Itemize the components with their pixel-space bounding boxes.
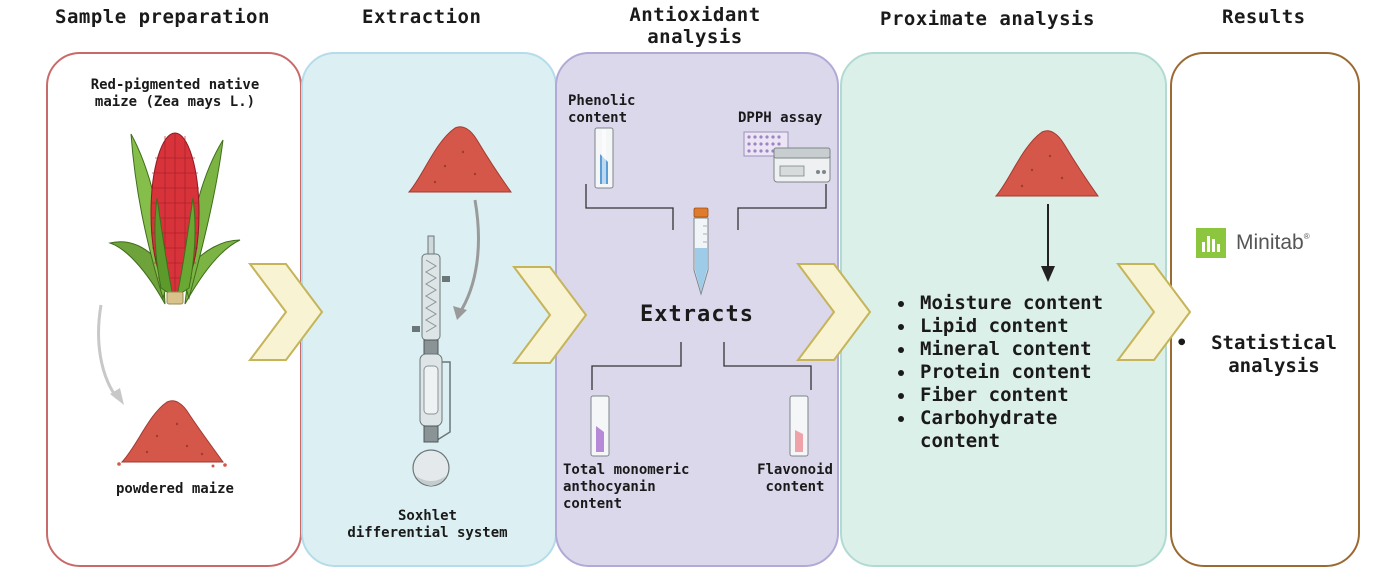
cuvette-flavonoid-icon <box>789 395 809 457</box>
arrow-corn-to-powder-icon <box>97 304 124 405</box>
dpph-label: DPPH assay <box>738 110 823 126</box>
plate-reader-icon <box>743 131 831 183</box>
arrow-down-icon <box>1041 204 1055 282</box>
flavonoid-label-line1: Flavonoid <box>757 462 833 478</box>
anthocyanin-label-line2: anthocyanin <box>563 479 656 495</box>
panel-results <box>1170 52 1360 567</box>
powder-pile-proximate-icon <box>994 130 1099 197</box>
proximate-item: Lipid content <box>916 315 1103 338</box>
proximate-item: Mineral content <box>916 338 1103 361</box>
statistical-analysis-text: Statistical analysis <box>1196 332 1352 378</box>
maize-label-line2: maize (Zea mays L.) <box>94 94 256 110</box>
results-bullet: • <box>1176 332 1188 354</box>
cuvette-anthocyanin-icon <box>590 395 610 457</box>
anthocyanin-label-line3: content <box>563 496 623 512</box>
header-antioxidant-line1: Antioxidant <box>629 4 761 26</box>
arrow-powder-to-soxhlet-icon <box>453 199 480 320</box>
header-extraction: Extraction <box>362 6 482 28</box>
powdered-maize-label: powdered maize <box>115 481 234 497</box>
powder-pile-extraction-icon <box>407 126 512 193</box>
minitab-wordmark: Minitab <box>1236 231 1304 254</box>
header-proximate-analysis: Proximate analysis <box>880 8 1095 30</box>
minitab-logo-icon <box>1196 228 1226 258</box>
flavonoid-label: Flavonoid content <box>748 462 842 496</box>
maize-label-line1: Red-pigmented native <box>90 77 260 93</box>
soxhlet-apparatus-illustration <box>412 235 451 487</box>
header-sample-preparation: Sample preparation <box>55 6 270 28</box>
proximate-item-continuation: content <box>920 430 1001 452</box>
chevron-arrow-2-icon <box>512 266 588 364</box>
header-antioxidant-analysis: Antioxidant analysis <box>600 4 790 48</box>
header-antioxidant-line2: analysis <box>647 26 743 48</box>
maize-label: Red-pigmented native maize (Zea mays L.) <box>60 77 290 111</box>
proximate-item: Fiber content <box>916 384 1103 407</box>
cuvette-phenolic-icon <box>594 127 614 189</box>
proximate-list: Moisture content Lipid content Mineral c… <box>894 292 1103 453</box>
falcon-tube-icon <box>693 207 709 296</box>
phenolic-label-line1: Phenolic <box>568 93 636 109</box>
proximate-item: Moisture content <box>916 292 1103 315</box>
chevron-arrow-1-icon <box>248 263 324 361</box>
minitab-trademark: ® <box>1303 232 1310 241</box>
anthocyanin-label: Total monomeric anthocyanin content <box>563 462 689 513</box>
soxhlet-label-line2: differential system <box>347 525 508 541</box>
flavonoid-label-line2: content <box>765 479 825 495</box>
antioxidant-connector-lines <box>585 184 827 390</box>
statistical-analysis-item: • Statistical analysis <box>1176 332 1352 378</box>
header-results: Results <box>1222 6 1306 28</box>
soxhlet-label-line1: Soxhlet <box>397 508 457 524</box>
proximate-item-text: Carbohydrate <box>920 407 1058 429</box>
anthocyanin-label-line1: Total monomeric <box>563 462 690 478</box>
phenolic-label: Phenolic content <box>568 93 635 127</box>
chevron-arrow-4-icon <box>1116 263 1192 361</box>
soxhlet-label: Soxhlet differential system <box>315 508 540 542</box>
extracts-label: Extracts <box>640 302 754 327</box>
corn-cob-illustration <box>108 132 241 305</box>
powder-pile-sample-icon <box>117 400 227 468</box>
statistical-analysis-line2: analysis <box>1228 355 1320 377</box>
chevron-arrow-3-icon <box>796 263 872 361</box>
panel-proximate-analysis <box>840 52 1167 567</box>
proximate-item: Protein content <box>916 361 1103 384</box>
statistical-analysis-line1: Statistical <box>1211 332 1337 354</box>
phenolic-label-line2: content <box>568 110 628 126</box>
minitab-logo: Minitab® <box>1196 228 1310 258</box>
